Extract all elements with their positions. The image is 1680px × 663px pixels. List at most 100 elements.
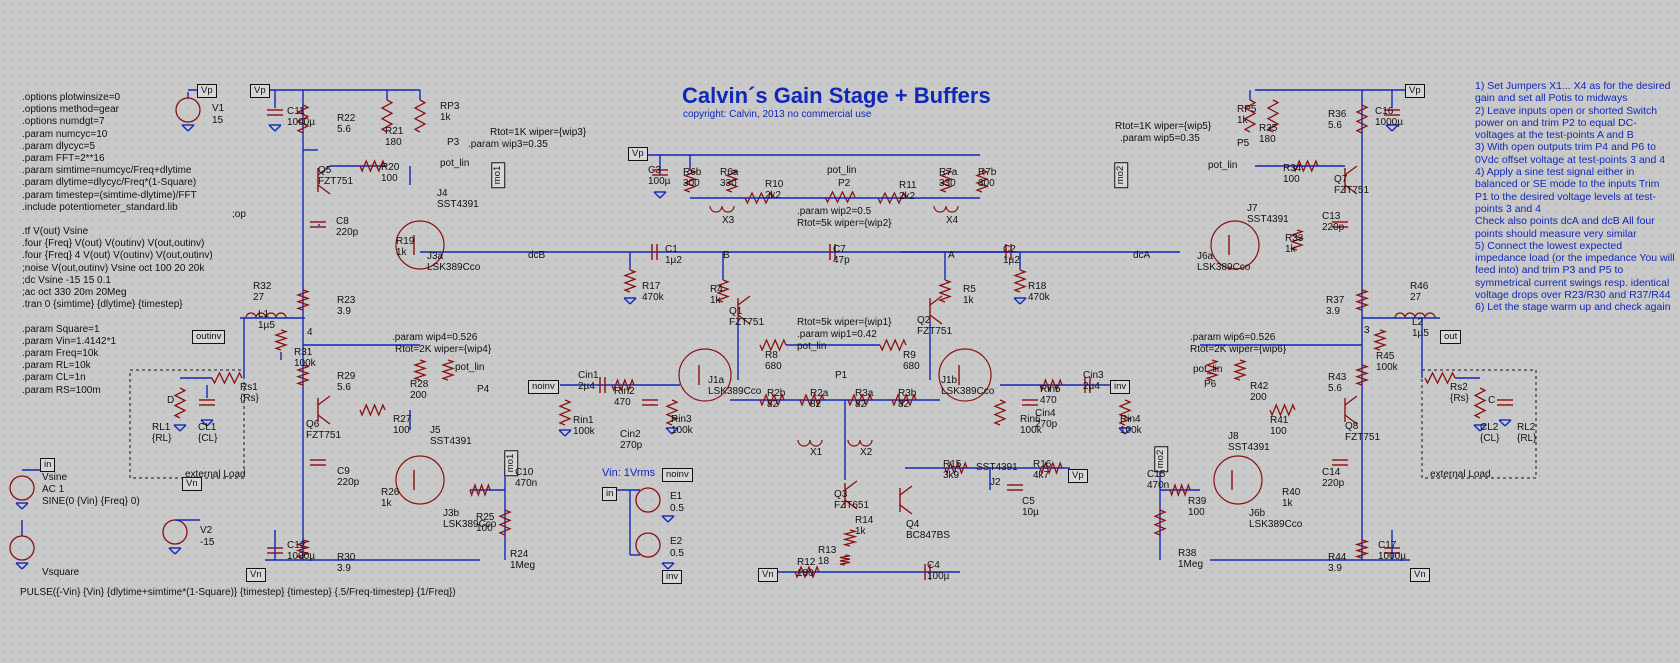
directive-line	[22, 311, 213, 323]
component-ref-r33: R33	[1285, 233, 1304, 244]
resistor-symbol	[1153, 509, 1167, 536]
net-dcb: dcB	[528, 250, 546, 261]
jumper-symbol	[709, 205, 735, 213]
component-value-r3b: 82	[898, 399, 910, 410]
component-ref-r20: R20	[381, 162, 400, 173]
port-vn-mid: Vn	[758, 568, 778, 582]
component-ref-p6: P6	[1204, 379, 1217, 390]
component-ref-r4: R4	[710, 284, 723, 295]
schematic-title: Calvin´s Gain Stage + Buffers	[682, 83, 991, 108]
component-ref-r8: R8	[765, 350, 778, 361]
component-ref-j4: J4	[437, 188, 448, 199]
component-value-c8: 220p	[336, 227, 359, 238]
transistor-symbol	[737, 314, 751, 325]
component-value-q8: FZT751	[1345, 432, 1381, 443]
component-ref-r38: R38	[1178, 548, 1197, 559]
resistor-symbol	[759, 393, 785, 407]
resistor-symbol	[1013, 269, 1027, 293]
component-value-r7a: 330	[939, 178, 956, 189]
ground-symbol	[1498, 419, 1506, 427]
component-value-r16: 4k7	[1033, 470, 1050, 481]
v1-value: 15	[212, 115, 224, 126]
component-value-c7: 47p	[833, 255, 850, 266]
component-value-j3a: LSK389Cco	[427, 262, 481, 273]
e2-name: E2	[670, 536, 683, 547]
resistor-symbol	[1372, 329, 1388, 351]
net-c: C	[1488, 395, 1496, 406]
resistor-symbol	[469, 482, 491, 498]
component-value-r45: 100k	[1376, 362, 1398, 373]
component-value-r2b: 82	[767, 399, 779, 410]
component-value-r29: 5.6	[337, 382, 351, 393]
op-directive: ;op	[232, 209, 246, 220]
external-load-box-right	[1421, 369, 1537, 479]
ground-symbol	[558, 429, 566, 437]
param-rtot6: Rtot=2K wiper={wip6}	[1190, 344, 1287, 355]
component-value-q7: FZT751	[1334, 185, 1370, 196]
component-ref-r6a: R6a	[720, 167, 739, 178]
directive-line: .options numdgt=7	[22, 116, 105, 128]
component-value-j1b: LSK389Cco	[941, 386, 995, 397]
transistor-symbol	[1344, 414, 1358, 425]
resistor-symbol	[799, 393, 825, 407]
component-ref-r2a: R2a	[810, 388, 829, 399]
param-wip2: .param wip2=0.5	[797, 206, 872, 217]
component-value-cl2: {CL}	[1480, 433, 1500, 444]
component-value-rin4: 100k	[1120, 425, 1142, 436]
component-value-j1a: LSK389Cco	[708, 386, 762, 397]
transistor-symbol	[899, 504, 913, 515]
directive-line: .four {Freq} V(out) V(outinv) V(out,outi…	[22, 238, 205, 250]
resistor-symbol	[944, 461, 968, 475]
component-ref-r22: R22	[337, 113, 356, 124]
ground-symbol	[653, 191, 661, 199]
component-value-rin3: 100k	[671, 425, 693, 436]
trim-instructions: 1) Set Jumpers X1... X4 as for the desir…	[1475, 80, 1675, 314]
component-ref-p4: P4	[477, 384, 490, 395]
component-ref-j3b: J3b	[443, 508, 460, 519]
directive-line: .param numcyc=10	[22, 128, 108, 140]
component-value-r19: 1k	[396, 247, 407, 258]
directive-line: .tran 0 {simtime} {dlytime} {timestep}	[22, 299, 183, 311]
ground-symbol	[659, 191, 667, 199]
ground-symbol	[1391, 124, 1399, 132]
component-ref-c7: C7	[833, 244, 846, 255]
resistor-symbol	[359, 159, 386, 173]
component-ref-rl2: RL2	[1517, 422, 1536, 433]
component-ref-r30: R30	[337, 552, 356, 563]
component-ref-r14: R14	[855, 515, 874, 526]
directive-line: ;dc Vsine -15 15 0.1	[22, 274, 111, 286]
component-value-j3b: LSK389Cco	[443, 519, 497, 530]
component-value-c13: 220p	[1322, 222, 1345, 233]
component-ref-rs2: Rs2	[1450, 382, 1468, 393]
component-ref-rs1: Rs1	[240, 382, 258, 393]
component-ref-r2b: R2b	[767, 388, 786, 399]
component-ref-r34: R34	[1283, 163, 1302, 174]
component-ref-r40: R40	[1282, 487, 1301, 498]
resistor-symbol	[1232, 359, 1248, 381]
component-value-q2: FZT751	[917, 326, 953, 337]
component-value-r17: 470k	[642, 292, 664, 303]
resistor-symbol	[665, 399, 679, 426]
component-ref-r5: R5	[963, 284, 976, 295]
component-value-cin2: 270p	[620, 440, 643, 451]
source-symbol	[9, 475, 35, 501]
resistor-symbol	[1473, 387, 1487, 419]
directive-line: ;noise V(out,outinv) Vsine oct 100 20 20…	[22, 262, 205, 274]
ground-symbol	[1124, 427, 1132, 435]
component-value-r42: 200	[1250, 392, 1267, 403]
component-value-r30: 3.9	[337, 563, 351, 574]
ground-symbol	[181, 124, 189, 132]
component-ref-j6b: J6b	[1249, 508, 1266, 519]
component-value-r27: 100	[393, 425, 410, 436]
net-b: B	[723, 250, 730, 261]
component-ref-l1: L1	[258, 309, 270, 320]
resistor-symbol	[296, 104, 310, 134]
component-value-rin6: 100k	[1020, 425, 1042, 436]
component-ref-r7a: R7a	[939, 167, 958, 178]
component-ref-cin1: Cin1	[578, 370, 599, 381]
resistor-symbol	[359, 403, 386, 417]
component-ref-r16: R16	[1033, 459, 1052, 470]
resistor-symbol	[1354, 364, 1370, 386]
component-ref-p3: P3	[447, 137, 460, 148]
